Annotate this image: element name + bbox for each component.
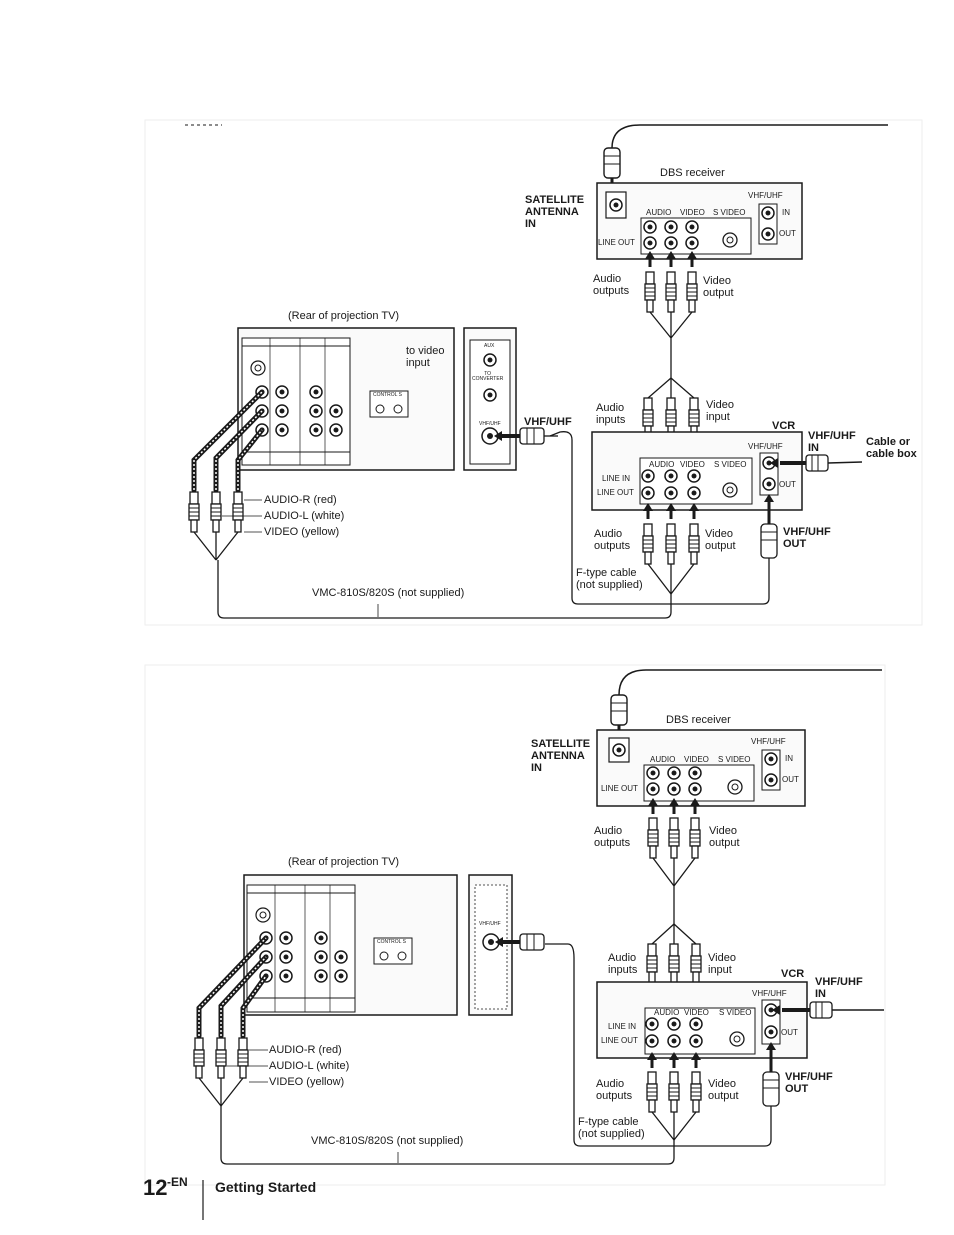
vcr-out-tiny: OUT — [779, 480, 796, 489]
tv-rear-panel-2 — [243, 874, 513, 1016]
vcr-video-tiny-2: VIDEO — [684, 1008, 709, 1017]
dbs-s-video-label-2: S VIDEO — [718, 755, 751, 764]
dbs-video-label: VIDEO — [680, 208, 705, 217]
dbs-vhf-uhf-label-2: VHF/UHF — [751, 737, 786, 746]
vcr-s-video-tiny-2: S VIDEO — [719, 1008, 752, 1017]
cable-or-cable-box-label: Cable or cable box — [866, 436, 917, 460]
vcr-video-input-label: Video input — [706, 399, 734, 423]
video-yellow-label: VIDEO (yellow) — [264, 526, 340, 538]
vcr-vhf-uhf-out-label-2: VHF/UHF OUT — [785, 1071, 833, 1095]
dbs-vhf-uhf-label: VHF/UHF — [748, 191, 783, 200]
f-type-cable-label-2: F-type cable (not supplied) — [578, 1116, 645, 1140]
vcr-vhf-uhf-out-label: VHF/UHF OUT — [783, 526, 831, 550]
control-s-label: CONTROL S — [373, 392, 402, 398]
dbs-line-out-label: LINE OUT — [598, 238, 635, 247]
vcr-audio-tiny-2: AUDIO — [654, 1008, 680, 1017]
control-s-label-2: CONTROL S — [377, 939, 406, 945]
audio-r-label-2: AUDIO-R (red) — [269, 1044, 342, 1056]
aux-label: AUX — [484, 343, 495, 349]
tv-vhf-uhf-tiny-2: VHF/UHF — [479, 921, 501, 927]
vcr-audio-inputs-label: Audio inputs — [596, 402, 626, 426]
f-type-cable-label: F-type cable (not supplied) — [576, 567, 643, 591]
vcr-video-input-label-2: Video input — [708, 952, 736, 976]
dbs-audio-outputs-label-2: Audio outputs — [594, 825, 631, 849]
satellite-cable-2 — [618, 669, 882, 696]
dbs-video-output-label: Video output — [703, 275, 734, 299]
satellite-cable — [611, 124, 888, 149]
dbs-s-video-label: S VIDEO — [713, 208, 746, 217]
page-suffix: -EN — [167, 1175, 188, 1189]
vcr-video-tiny: VIDEO — [680, 460, 705, 469]
dbs-video-output-label-2: Video output — [709, 825, 740, 849]
dbs-audio-label-2: AUDIO — [650, 755, 676, 764]
audio-l-label-2: AUDIO-L (white) — [269, 1060, 350, 1072]
diagram-1 — [144, 119, 923, 626]
dbs-in-label: IN — [782, 208, 790, 217]
rear-of-tv-label-2: (Rear of projection TV) — [288, 856, 400, 868]
vcr-audio-outputs-label-2: Audio outputs — [596, 1078, 633, 1102]
section-title: Getting Started — [215, 1179, 317, 1195]
dbs-receiver-label-2: DBS receiver — [666, 714, 731, 726]
vcr-1 — [591, 431, 803, 511]
dbs-out-label-2: OUT — [782, 775, 799, 784]
vcr-line-out-tiny-2: LINE OUT — [601, 1036, 638, 1045]
vcr-video-output-label-2: Video output — [708, 1078, 739, 1102]
vcr-s-video-tiny: S VIDEO — [714, 460, 747, 469]
vcr-line-out-tiny: LINE OUT — [597, 488, 634, 497]
vcr-vhf-uhf-tiny: VHF/UHF — [748, 442, 783, 451]
audio-r-label: AUDIO-R (red) — [264, 494, 337, 506]
vcr-vhf-uhf-in-label: VHF/UHF IN — [808, 430, 856, 454]
video-yellow-label-2: VIDEO (yellow) — [269, 1076, 345, 1088]
satellite-antenna-in-label-2: SATELLITE ANTENNA IN — [531, 738, 591, 774]
tv-vhf-uhf-tiny: VHF/UHF — [479, 421, 501, 427]
diagram-2 — [144, 664, 886, 1186]
vcr-vhf-uhf-tiny-2: VHF/UHF — [752, 989, 787, 998]
vcr-audio-outputs-label: Audio outputs — [594, 528, 631, 552]
dbs-out-label: OUT — [779, 229, 796, 238]
audio-l-label: AUDIO-L (white) — [264, 510, 345, 522]
vcr-audio-tiny: AUDIO — [649, 460, 675, 469]
dbs-in-label-2: IN — [785, 754, 793, 763]
page-number: 12 — [143, 1175, 168, 1200]
dbs-video-label-2: VIDEO — [684, 755, 709, 764]
satellite-antenna-in-label: SATELLITE ANTENNA IN — [525, 194, 585, 230]
dbs-audio-label: AUDIO — [646, 208, 672, 217]
vcr-label: VCR — [772, 420, 796, 432]
vcr-line-in-tiny-2: LINE IN — [608, 1022, 637, 1031]
vmc-cable-label: VMC-810S/820S (not supplied) — [312, 587, 465, 599]
dbs-line-out-label-2: LINE OUT — [601, 784, 638, 793]
tv-rear-panel-1 — [237, 327, 517, 471]
dbs-receiver-1 — [596, 182, 803, 260]
dbs-receiver-label: DBS receiver — [660, 167, 725, 179]
vcr-label-2: VCR — [781, 968, 805, 980]
rear-of-tv-label: (Rear of projection TV) — [288, 310, 400, 322]
dbs-receiver-2 — [596, 729, 806, 807]
vcr-line-in-tiny: LINE IN — [602, 474, 631, 483]
to-video-input-label: to video input — [406, 345, 445, 369]
vmc-cable-label-2: VMC-810S/820S (not supplied) — [311, 1135, 464, 1147]
vcr-video-output-label: Video output — [705, 528, 736, 552]
vcr-out-tiny-2: OUT — [781, 1028, 798, 1037]
vcr-audio-inputs-label-2: Audio inputs — [608, 952, 638, 976]
to-converter-label: TO CONVERTER — [472, 371, 504, 382]
dbs-audio-outputs-label: Audio outputs — [593, 273, 630, 297]
tv-vhf-uhf-label: VHF/UHF — [524, 416, 572, 428]
vcr-vhf-uhf-in-label-2: VHF/UHF IN — [815, 976, 863, 1000]
